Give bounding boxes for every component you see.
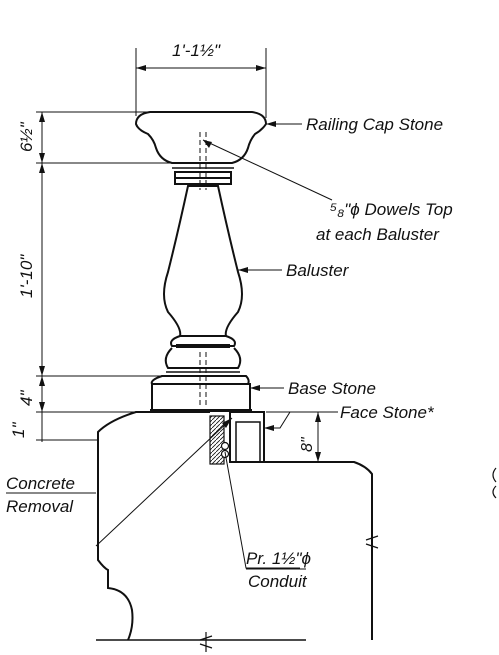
face-stone-height-label: 8"	[299, 436, 316, 452]
face-stone	[229, 411, 265, 463]
dowels-label-line2: at each Baluster	[316, 225, 440, 244]
base-height-label: 4"	[17, 390, 36, 406]
base-stone-body	[151, 383, 251, 411]
face-stone-label: Face Stone*	[340, 403, 435, 422]
dimension-cap-width	[135, 48, 267, 118]
parapet-concrete	[96, 411, 379, 652]
baluster-label: Baluster	[286, 261, 350, 280]
conduit	[220, 441, 230, 451]
dimension-vertical-chain	[36, 111, 176, 442]
base-stone-label: Base Stone	[288, 379, 376, 398]
baluster-height-label: 1'-10"	[17, 254, 36, 298]
cap-width-label: 1'-1½"	[172, 41, 221, 60]
concrete-removal-label-line2: Removal	[6, 497, 74, 516]
concrete-removal-label-line1: Concrete	[6, 474, 75, 493]
railing-cap-stone	[134, 111, 268, 164]
cap-height-label: 6½"	[17, 121, 36, 152]
railing-cap-stone-label: Railing Cap Stone	[306, 115, 443, 134]
conduit-label-line2: Conduit	[248, 572, 308, 591]
conduit-zone	[209, 415, 225, 465]
dowels-label-line1: ⁵₈"ϕ Dowels Top	[330, 200, 453, 219]
conduit-label-line1: Pr. 1½"ϕ	[246, 549, 311, 568]
baluster	[163, 132, 243, 408]
face-offset-label: 1"	[9, 422, 28, 438]
dimension-face-stone	[266, 411, 324, 463]
